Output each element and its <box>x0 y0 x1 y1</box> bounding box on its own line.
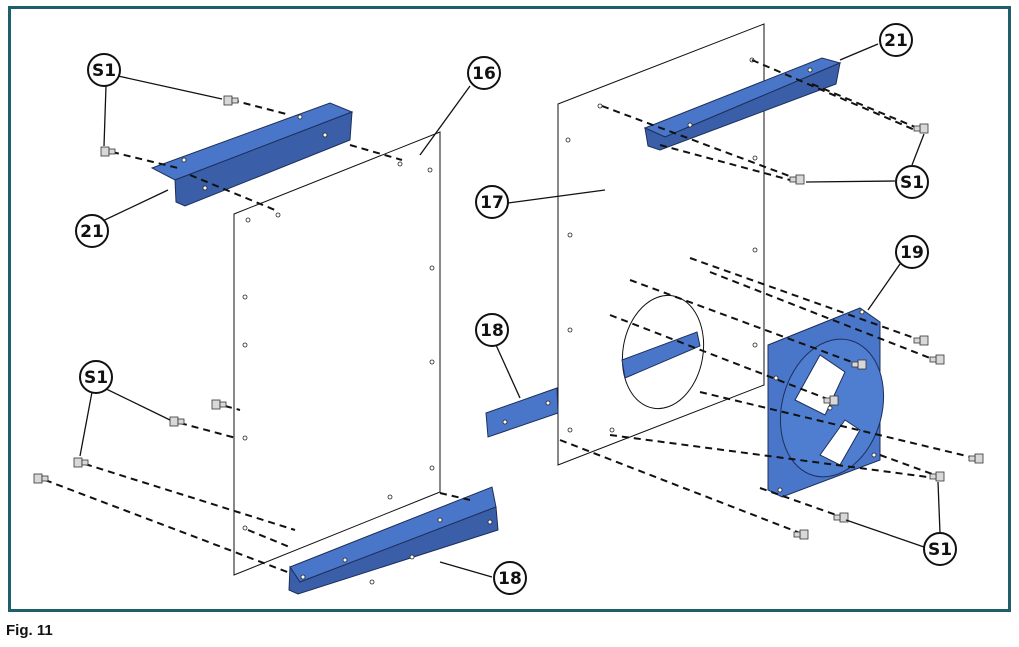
screw <box>833 512 849 523</box>
callout-18-left: 18 <box>475 313 509 347</box>
panel-16 <box>233 131 441 576</box>
figure-frame <box>8 6 1011 612</box>
bracket-21-right <box>643 57 842 151</box>
callout-s1-bottom-right: S1 <box>923 532 957 566</box>
svg-text:19: 19 <box>900 243 924 263</box>
screw <box>789 174 805 185</box>
svg-text:S1: S1 <box>92 61 116 81</box>
screw <box>929 471 945 482</box>
callout-18-bottom: 18 <box>493 561 527 595</box>
svg-text:21: 21 <box>80 222 104 242</box>
svg-text:S1: S1 <box>900 173 924 193</box>
callout-21-left: 21 <box>75 214 109 248</box>
screw <box>211 399 227 410</box>
fastener-lines <box>44 59 976 574</box>
leader-lines <box>79 43 941 578</box>
screw <box>169 416 185 427</box>
screw <box>223 95 239 106</box>
screws <box>33 95 984 540</box>
screw <box>33 473 49 484</box>
svg-text:18: 18 <box>480 321 504 341</box>
callout-21-right: 21 <box>879 23 913 57</box>
callout-16: 16 <box>467 56 501 90</box>
svg-text:21: 21 <box>884 31 908 51</box>
figure-caption: Fig. 11 <box>6 622 53 639</box>
svg-text:S1: S1 <box>928 540 952 560</box>
screw <box>851 359 867 370</box>
callout-17: 17 <box>475 185 509 219</box>
screw <box>100 146 116 157</box>
callout-s1-top-left: S1 <box>87 53 121 87</box>
callout-s1-mid-left: S1 <box>79 360 113 394</box>
screw <box>929 354 945 365</box>
svg-text:16: 16 <box>472 64 496 84</box>
screw <box>913 123 929 134</box>
bracket-18-left <box>485 387 559 438</box>
screw <box>968 453 984 464</box>
bracket-21-left <box>150 102 354 207</box>
panel-17 <box>557 23 765 466</box>
svg-text:17: 17 <box>480 193 504 213</box>
screw <box>793 529 809 540</box>
screw <box>913 335 929 346</box>
callout-19: 19 <box>895 235 929 269</box>
svg-text:S1: S1 <box>84 368 108 388</box>
bracket-18-bottom <box>288 486 499 595</box>
callout-s1-top-right: S1 <box>895 165 929 199</box>
screw <box>73 457 89 468</box>
screw <box>823 395 839 406</box>
svg-text:18: 18 <box>498 569 522 589</box>
